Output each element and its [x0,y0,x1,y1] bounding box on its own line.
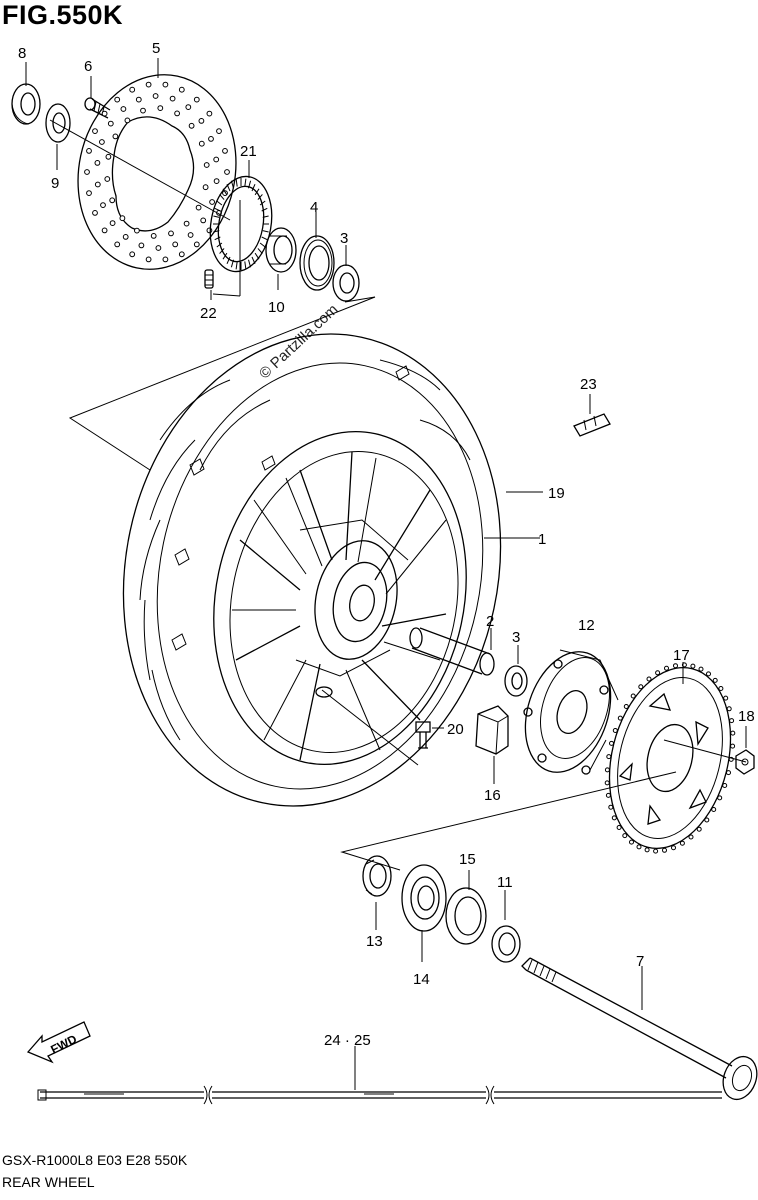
part-tire-19[interactable] [81,299,544,842]
callout-19[interactable]: 19 [548,485,565,502]
callout-22[interactable]: 22 [200,305,217,322]
callout-8[interactable]: 8 [18,45,26,62]
part-sprocket-17[interactable] [591,655,748,862]
leader-lines-upper [25,58,376,471]
sensor-ring-teeth [213,178,269,270]
callout-15[interactable]: 15 [459,851,476,868]
part-collar-10[interactable] [265,227,297,273]
part-sensor-ring-21[interactable] [203,172,279,277]
part-brake-disc-5[interactable] [60,60,253,284]
part-wheel-1[interactable] [184,408,496,788]
callout-24-25[interactable]: 24 · 25 [324,1032,371,1049]
part-bearing-3-upper[interactable] [332,264,360,302]
part-spacer-11[interactable] [491,925,521,963]
part-spacer-9[interactable] [45,103,71,143]
part-valve-strip-24-25[interactable] [37,1085,722,1105]
brake-disc-holes [84,81,230,263]
section-name: REAR WHEEL [2,1174,95,1190]
callout-17[interactable]: 17 [673,647,690,664]
part-oil-seal-8[interactable] [11,83,41,125]
part-damper-16[interactable] [475,705,509,755]
callout-1[interactable]: 1 [538,531,546,548]
callout-13[interactable]: 13 [366,933,383,950]
callout-16[interactable]: 16 [484,787,501,804]
callout-6[interactable]: 6 [84,58,92,75]
callout-2[interactable]: 2 [486,613,494,630]
part-axle-7[interactable] [521,957,758,1104]
part-bearing-3-lower[interactable] [504,665,528,697]
callout-4[interactable]: 4 [310,199,318,216]
model-code: GSX-R1000L8 E03 E28 550K [2,1152,188,1168]
callout-11[interactable]: 11 [497,874,513,891]
figure-title: FIG.550K [2,0,124,30]
callout-9[interactable]: 9 [51,175,59,192]
part-oil-seal-4[interactable] [299,235,335,291]
part-collar-13[interactable] [362,855,392,897]
callout-3a[interactable]: 3 [340,230,348,247]
callout-14[interactable]: 14 [413,971,430,988]
callout-3b[interactable]: 3 [512,629,520,646]
sprocket-teeth [604,662,736,854]
part-nut-18[interactable] [735,749,755,775]
part-bolt-6[interactable] [84,97,111,119]
callout-18[interactable]: 18 [738,708,755,725]
part-bearing-14[interactable] [401,864,447,932]
part-screw-22[interactable] [204,269,214,289]
svg-text:FWD: FWD [48,1032,79,1057]
callout-21[interactable]: 21 [240,143,257,160]
part-sprocket-drum-12[interactable] [511,641,625,784]
callout-12[interactable]: 12 [578,617,595,634]
callout-20[interactable]: 20 [447,721,464,738]
part-valve-20[interactable] [415,721,431,749]
callout-7[interactable]: 7 [636,953,644,970]
leader-hub [321,689,419,766]
callout-labels: 8659214310222319123121718201615111314724… [18,40,755,1049]
callout-23[interactable]: 23 [580,376,597,393]
fwd-arrow-icon: FWD [26,1021,91,1064]
leader-lines-lower [340,739,747,1090]
part-balance-weight-23[interactable] [573,413,611,437]
part-oil-seal-15[interactable] [445,887,487,945]
callout-5[interactable]: 5 [152,40,160,57]
callout-10[interactable]: 10 [268,299,285,316]
part-spacer-2[interactable] [409,627,495,676]
